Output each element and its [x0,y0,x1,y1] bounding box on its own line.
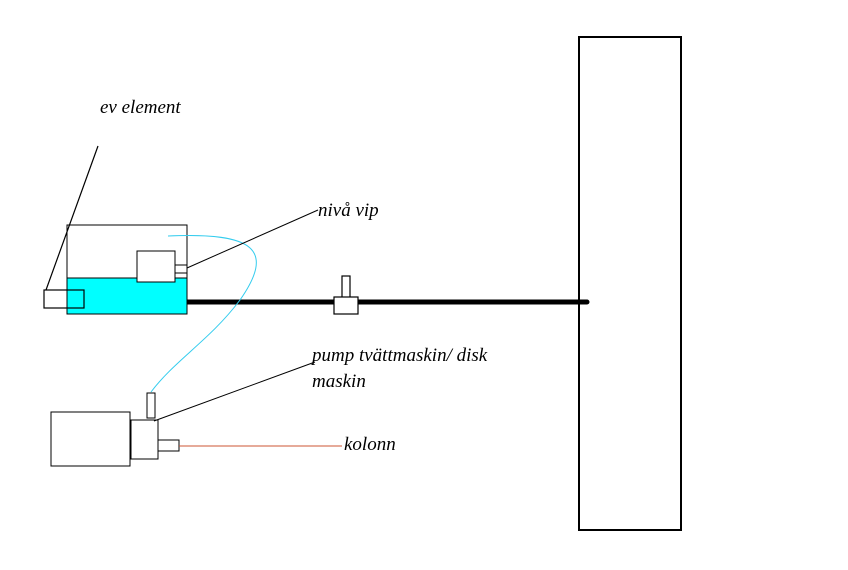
label-level-switch: nivå vip [318,200,379,221]
pump-housing [130,419,159,460]
label-column: kolonn [344,434,396,455]
valve-stem [341,275,351,299]
level-switch-leader-line [186,209,319,269]
pump-leader-line [153,361,316,422]
pump-motor [50,411,131,467]
pump-outlet [157,439,180,452]
label-pump-line1: pump tvättmaskin/ disk [310,345,488,366]
label-element: ev element [100,97,181,118]
column-rectangle [578,36,682,531]
heating-element [43,289,85,309]
label-pump-line2: maskin [312,371,366,392]
hose-line [150,234,257,393]
level-switch-body [136,250,176,283]
valve-body [333,296,359,315]
pump-inlet [146,392,156,419]
level-switch-connector [174,264,188,274]
tank-water [67,278,187,314]
element-leader-line [45,145,99,291]
pipe-end [584,299,590,305]
